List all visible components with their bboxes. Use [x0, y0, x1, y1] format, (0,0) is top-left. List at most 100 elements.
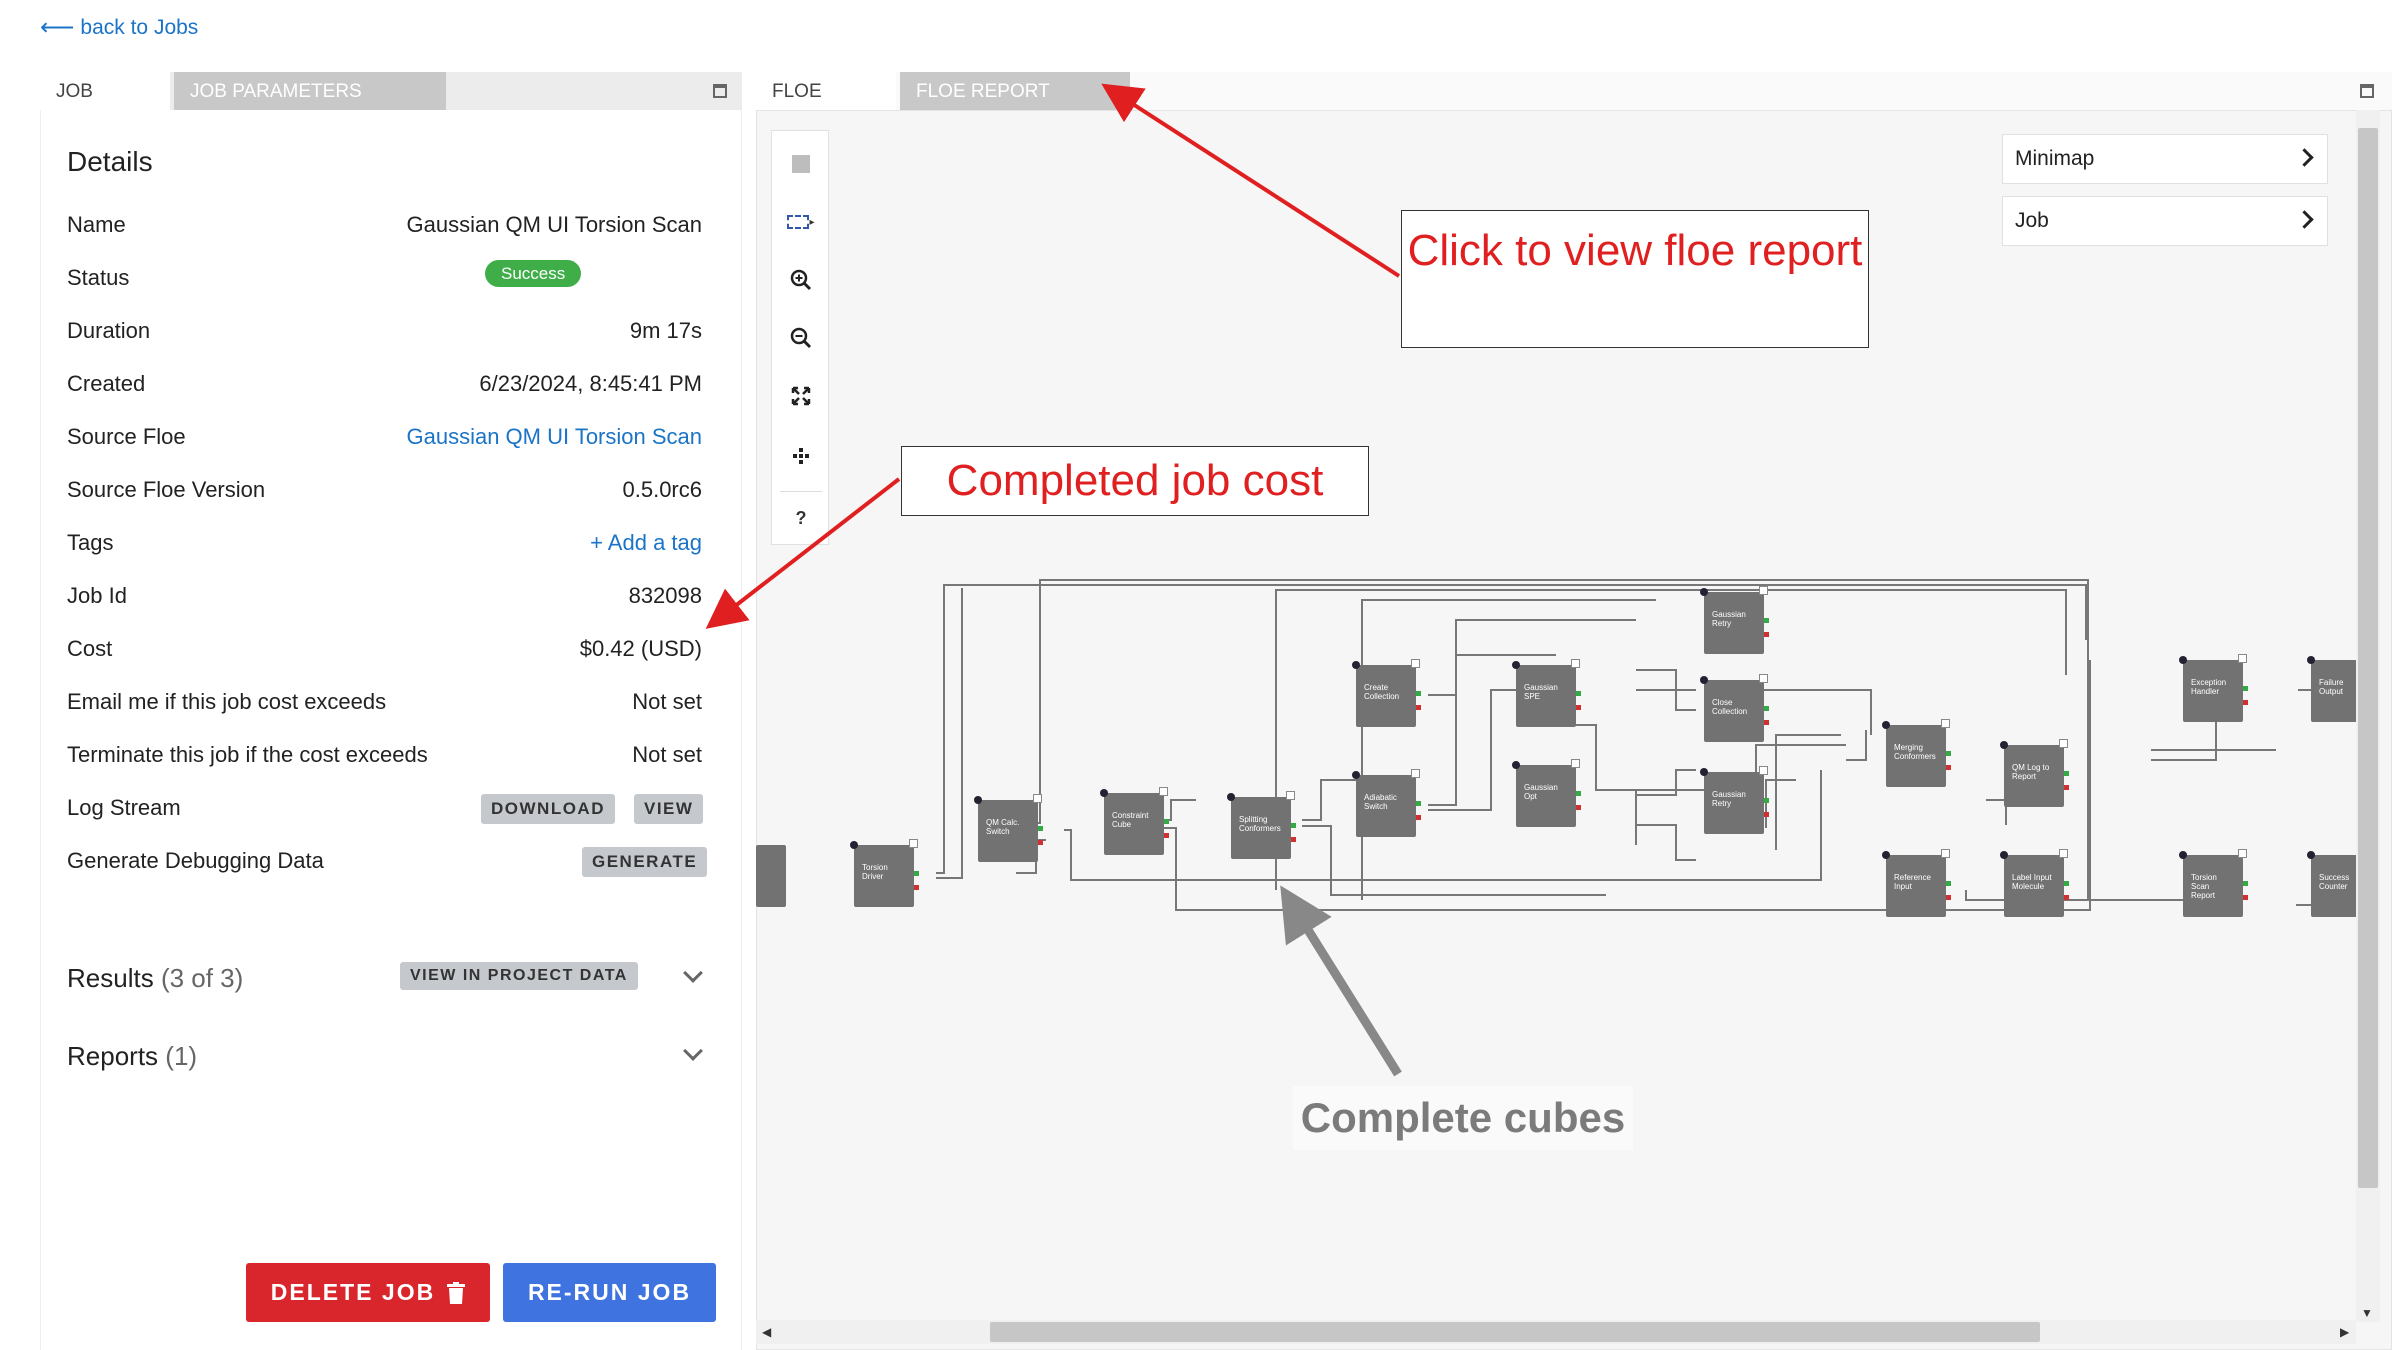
cube-failure-port[interactable] [1416, 705, 1421, 710]
cube-input-port[interactable] [1352, 661, 1360, 669]
cube-param-box[interactable] [1941, 719, 1950, 728]
horizontal-scroll-thumb[interactable] [990, 1322, 2040, 1342]
delete-job-button[interactable]: DELETE JOB [246, 1263, 490, 1322]
cube-qm-calc-switch[interactable]: QM Calc.Switch [974, 794, 1043, 862]
cube-success-port[interactable] [1764, 618, 1769, 623]
help-icon[interactable]: ? [795, 507, 807, 528]
tab-job[interactable]: JOB [40, 72, 170, 110]
cube-failure-port[interactable] [1764, 812, 1769, 817]
cube-failure-port[interactable] [2064, 785, 2069, 790]
cube-success-port[interactable] [2243, 881, 2248, 886]
cube-input-port[interactable] [850, 841, 858, 849]
cube-success-port[interactable] [2064, 881, 2069, 886]
cube-failure-port[interactable] [2064, 895, 2069, 900]
generate-debug-button[interactable]: GENERATE [582, 847, 708, 877]
zoom-in-icon[interactable] [772, 255, 830, 305]
cube-success-port[interactable] [1576, 691, 1581, 696]
tab-floe-report[interactable]: FLOE REPORT [900, 72, 1130, 110]
scroll-down-icon[interactable]: ▼ [2361, 1306, 2373, 1320]
cube-input-port[interactable] [1352, 771, 1360, 779]
tab-job-parameters[interactable]: JOB PARAMETERS [174, 72, 446, 110]
cube-success-port[interactable] [1038, 826, 1043, 831]
cube-input-port[interactable] [1882, 851, 1890, 859]
maximize-panel-icon[interactable] [713, 84, 727, 98]
scroll-right-icon[interactable]: ▶ [2340, 1325, 2350, 1339]
cube-param-box[interactable] [1571, 659, 1580, 668]
cube-param-box[interactable] [1759, 766, 1768, 775]
stop-icon[interactable] [772, 139, 830, 189]
zoom-out-icon[interactable] [772, 313, 830, 363]
cube-success-port[interactable] [1164, 819, 1169, 824]
cube-input-port[interactable] [1700, 768, 1708, 776]
cube-failure-port[interactable] [1946, 765, 1951, 770]
cube-success-port[interactable] [1416, 801, 1421, 806]
cube-failure-port[interactable] [914, 885, 919, 890]
cube-failure-port[interactable] [1764, 720, 1769, 725]
cube-param-box[interactable] [1411, 769, 1420, 778]
cube-input-port[interactable] [1512, 761, 1520, 769]
cube-success-port[interactable] [1946, 751, 1951, 756]
download-log-button[interactable]: DOWNLOAD [481, 794, 615, 824]
cube-input-port[interactable] [2179, 851, 2187, 859]
cube-input-port[interactable] [2000, 851, 2008, 859]
auto-layout-icon[interactable] [772, 431, 830, 481]
cube-input-port[interactable] [2307, 656, 2315, 664]
fit-screen-icon[interactable] [772, 371, 830, 421]
cube-input-port[interactable] [2307, 851, 2315, 859]
cube-failure-port[interactable] [1576, 805, 1581, 810]
source-floe-link[interactable]: Gaussian QM UI Torsion Scan [406, 424, 703, 449]
cube-input-port[interactable] [1227, 793, 1235, 801]
marquee-select-icon[interactable]: ▸ [772, 197, 830, 247]
cube-success-port[interactable] [1764, 798, 1769, 803]
cube-param-box[interactable] [2238, 654, 2247, 663]
cube-success-port[interactable] [914, 871, 919, 876]
cube-param-box[interactable] [2059, 849, 2068, 858]
cube-failure-port[interactable] [1291, 837, 1296, 842]
cube-param-box[interactable] [1941, 849, 1950, 858]
cube-failure-port[interactable] [1038, 840, 1043, 845]
cube-success-port[interactable] [2243, 686, 2248, 691]
rerun-job-button[interactable]: RE-RUN JOB [503, 1263, 716, 1322]
cube-input-port[interactable] [974, 796, 982, 804]
cube-param-box[interactable] [909, 839, 918, 848]
view-log-button[interactable]: VIEW [634, 794, 704, 824]
cube-input-port[interactable] [1512, 661, 1520, 669]
reports-header[interactable]: Reports (1) [67, 1041, 197, 1072]
vertical-scroll-thumb[interactable] [2358, 128, 2378, 1188]
minimap-toggle[interactable]: Minimap [2002, 134, 2328, 184]
cube-param-box[interactable] [1571, 759, 1580, 768]
results-header[interactable]: Results (3 of 3) [67, 963, 243, 994]
cube-param-box[interactable] [2059, 739, 2068, 748]
cube-input-port[interactable] [1882, 721, 1890, 729]
cube-input-port[interactable] [1700, 676, 1708, 684]
cube-failure-port[interactable] [1416, 815, 1421, 820]
cube-success-port[interactable] [1946, 881, 1951, 886]
cube-param-box[interactable] [1759, 674, 1768, 683]
job-panel-toggle[interactable]: Job [2002, 196, 2328, 246]
cube-param-box[interactable] [1033, 794, 1042, 803]
cube-param-box[interactable] [1759, 586, 1768, 595]
cube-failure-port[interactable] [1764, 632, 1769, 637]
cube-input-port[interactable] [1100, 789, 1108, 797]
cube-param-box[interactable] [1411, 659, 1420, 668]
cube-input-port[interactable] [2179, 656, 2187, 664]
tab-floe[interactable]: FLOE [756, 72, 896, 110]
email-cost-value[interactable]: Not set [632, 689, 702, 714]
cube-param-box[interactable] [1286, 791, 1295, 800]
cube-input-port[interactable] [2000, 741, 2008, 749]
cube-success-port[interactable] [1576, 791, 1581, 796]
cube-success-port[interactable] [1764, 706, 1769, 711]
cube-param-box[interactable] [2238, 849, 2247, 858]
add-tag-link[interactable]: + Add a tag [590, 530, 702, 555]
back-to-jobs-link[interactable]: ⟵ back to Jobs [40, 16, 198, 40]
